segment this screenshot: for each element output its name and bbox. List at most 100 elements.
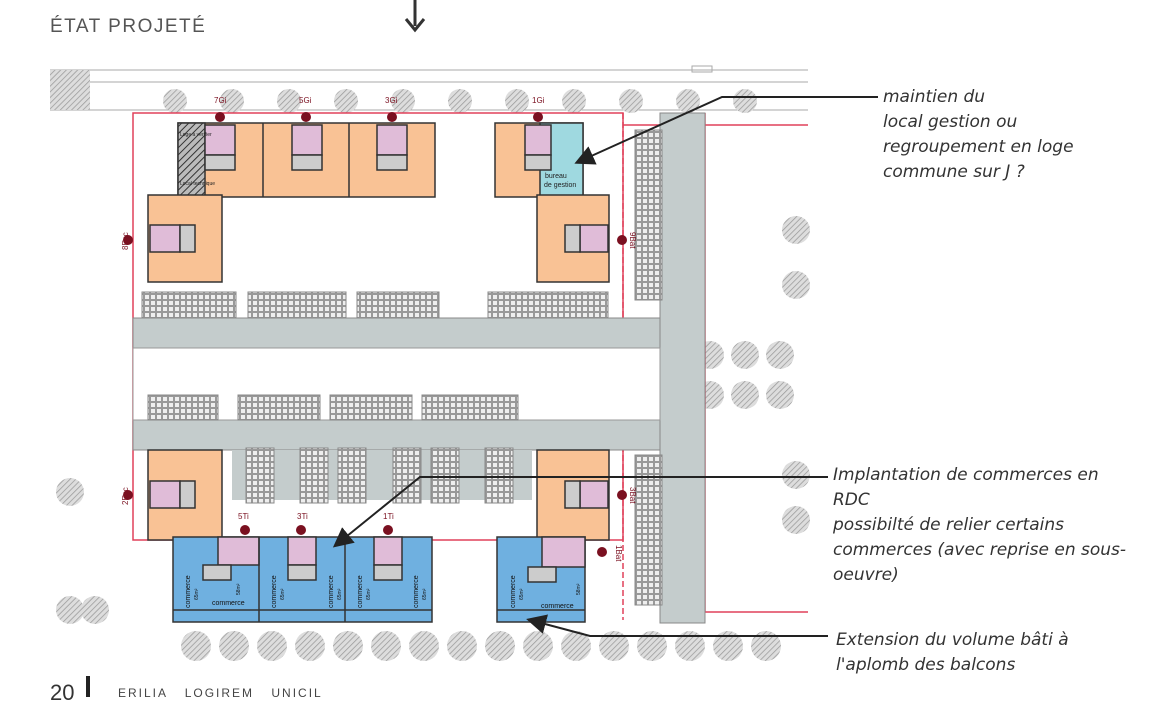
tree-icon [257, 631, 287, 661]
annotation-line: commune sur J ? [883, 162, 1025, 182]
annotation-extension: Extension du volume bâti à l'aplomb des … [836, 628, 1069, 678]
entrance-marker-icon [123, 490, 133, 500]
tree-icon [733, 89, 757, 113]
tree-icon [731, 341, 759, 369]
tree-icon [409, 631, 439, 661]
entrance-marker-icon [617, 490, 627, 500]
page-number: 20 [50, 680, 75, 705]
area-label: 65m² [280, 588, 286, 600]
annotation-line: l'aplomb des balcons [836, 655, 1016, 675]
footer-brands: ERILIA LOGIREM UNICIL [118, 686, 323, 700]
area-label: 58m² [236, 583, 242, 595]
tree-icon [676, 89, 700, 113]
tree-icon [277, 89, 301, 113]
tree-icon [731, 381, 759, 409]
entrance-label-1ti: 1Ti [383, 512, 394, 521]
entrance-marker-icon [597, 547, 607, 557]
tree-icon [56, 478, 84, 506]
local-technique-label: Local technique [180, 181, 215, 187]
entrance-marker-icon [301, 112, 311, 122]
bureau-label-2: de gestion [544, 182, 576, 189]
tree-icon [523, 631, 553, 661]
annotation-line: commerces (avec reprise en sous- [833, 540, 1127, 560]
annotation-line: oeuvre) [833, 565, 899, 585]
tree-icon [219, 631, 249, 661]
tree-icon [56, 596, 84, 624]
tree-icon [81, 596, 109, 624]
tree-icon [713, 631, 743, 661]
tree-icon [782, 506, 810, 534]
commerce-label: commerce [541, 603, 574, 610]
entrance-marker-icon [533, 112, 543, 122]
tree-icon [295, 631, 325, 661]
tree-icon [766, 381, 794, 409]
tree-icon [333, 631, 363, 661]
annotation-line: local gestion ou [883, 112, 1018, 132]
building-top-left [147, 122, 436, 541]
entrance-label-1gi: 1Gi [532, 96, 545, 105]
area-label: 58m² [576, 583, 582, 595]
annotation-line: regroupement en loge [883, 137, 1074, 157]
tree-icon [485, 631, 515, 661]
tree-icon [619, 89, 643, 113]
entrance-markers [123, 112, 627, 557]
entrance-marker-icon [383, 525, 393, 535]
tree-icon [562, 89, 586, 113]
tree-icon [561, 631, 591, 661]
tree-icon [782, 271, 810, 299]
annotation-line: maintien du [883, 87, 986, 107]
commerce-label: commerce [510, 575, 517, 608]
entrance-marker-icon [296, 525, 306, 535]
commerce-blocks [172, 536, 586, 623]
tree-icon [782, 216, 810, 244]
tree-icon [637, 631, 667, 661]
tree-icon [371, 631, 401, 661]
entrance-marker-icon [240, 525, 250, 535]
entrance-label-7gi: 7Gi [214, 96, 227, 105]
building-top-right [494, 122, 610, 541]
entrance-label-3bat: 3Bat [628, 487, 637, 504]
tree-icon [447, 631, 477, 661]
commerce-label: commerce [185, 575, 192, 608]
entrance-label-3gi: 3Gi [385, 96, 398, 105]
tree-icon [766, 341, 794, 369]
area-label: 65m² [366, 588, 372, 600]
tree-icon [675, 631, 705, 661]
tree-icon [334, 89, 358, 113]
entrance-label-5gi: 5Gi [299, 96, 312, 105]
commerce-label: commerce [328, 575, 335, 608]
area-label: 65m² [194, 588, 200, 600]
trees-bottom [181, 631, 781, 661]
entrance-label-9bat: 9Bat [628, 232, 637, 249]
parking [141, 129, 663, 606]
annotation-line: RDC [833, 490, 870, 510]
commerce-label: commerce [413, 575, 420, 608]
annotation-commerces: Implantation de commerces en RDC possibi… [833, 463, 1126, 588]
entrance-label-3ti: 3Ti [297, 512, 308, 521]
entrance-label-1bat: 1Bat [614, 545, 623, 562]
tree-icon [599, 631, 629, 661]
north-arrow-icon [404, 0, 426, 33]
annotation-line: possibilté de relier certains [833, 515, 1065, 535]
area-label: 65m² [337, 588, 343, 600]
entrance-marker-icon [387, 112, 397, 122]
tree-icon [163, 89, 187, 113]
tree-icon [391, 89, 415, 113]
tree-icon [751, 631, 781, 661]
page-title: ÉTAT PROJETÉ [50, 16, 207, 37]
entrance-marker-icon [617, 235, 627, 245]
area-label: 65m² [422, 588, 428, 600]
entrance-label-5ti: 5Ti [238, 512, 249, 521]
area-label: 65m² [519, 588, 525, 600]
commerce-label: commerce [212, 600, 245, 607]
footer-divider [86, 676, 90, 697]
commerce-label: commerce [271, 575, 278, 608]
tree-icon [782, 461, 810, 489]
roads [132, 112, 706, 624]
commerce-label: commerce [357, 575, 364, 608]
trees-top [163, 89, 757, 113]
loge-label: Loge à vérifier [180, 132, 212, 138]
tree-icon [220, 89, 244, 113]
entrance-marker-icon [215, 112, 225, 122]
